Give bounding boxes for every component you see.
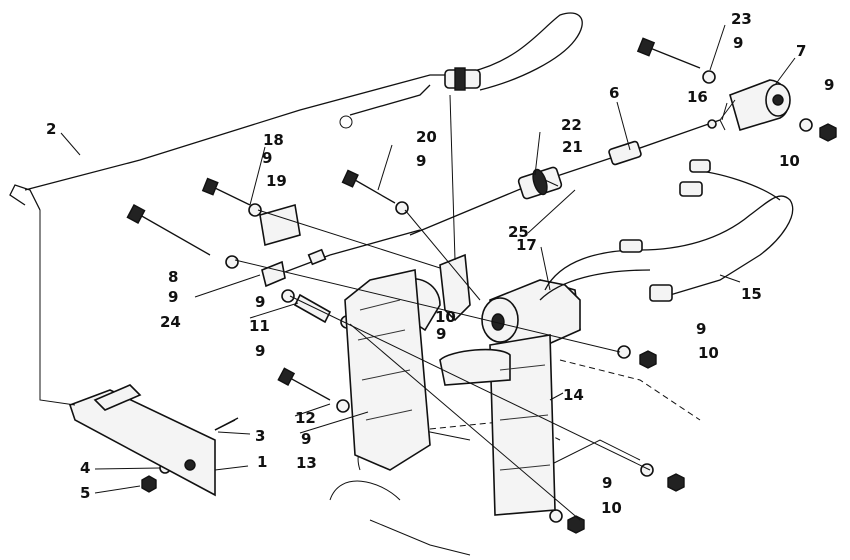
callout-24: 24 xyxy=(160,313,181,331)
callout-10-a: 10 xyxy=(779,152,800,170)
callout-4: 4 xyxy=(80,459,90,477)
callout-6: 6 xyxy=(609,84,619,102)
callout-10-c: 10 xyxy=(698,344,719,362)
bolts xyxy=(126,37,701,431)
callout-9-a: 9 xyxy=(733,34,743,52)
callout-labels: 1 2 3 4 5 6 7 8 9 9 9 9 9 9 9 9 9 9 9 9 … xyxy=(46,10,834,517)
callout-9-e: 9 xyxy=(168,288,178,306)
callout-9-g: 9 xyxy=(255,342,265,360)
callout-15: 15 xyxy=(741,285,762,303)
callout-25: 25 xyxy=(508,223,529,241)
callout-7: 7 xyxy=(796,42,806,60)
callout-9-c: 9 xyxy=(262,149,272,167)
callout-14: 14 xyxy=(563,386,584,404)
callout-21: 21 xyxy=(562,138,583,156)
callout-11: 11 xyxy=(249,317,270,335)
callout-23: 23 xyxy=(731,10,752,28)
callout-1: 1 xyxy=(257,453,267,471)
starter-assembly xyxy=(481,279,581,351)
mounting-plate-left xyxy=(344,269,431,471)
callout-12: 12 xyxy=(295,409,316,427)
callout-13: 13 xyxy=(296,454,317,472)
callout-9-d: 9 xyxy=(416,152,426,170)
callout-19: 19 xyxy=(266,172,287,190)
throttle-cable xyxy=(9,12,583,211)
wiring-harness xyxy=(539,159,794,302)
spacer-and-brackets xyxy=(259,203,332,324)
callout-9-i: 9 xyxy=(696,320,706,338)
callout-22: 22 xyxy=(561,116,582,134)
callout-9-h: 9 xyxy=(436,325,446,343)
ignition-switch xyxy=(719,79,791,131)
assembly-lines xyxy=(39,94,651,521)
callout-20: 20 xyxy=(416,128,437,146)
callout-leaders xyxy=(60,24,796,494)
callout-3: 3 xyxy=(255,427,265,445)
callout-5: 5 xyxy=(80,484,90,502)
callout-17: 17 xyxy=(516,236,537,254)
callout-18: 18 xyxy=(263,131,284,149)
callout-9-b: 9 xyxy=(824,76,834,94)
callout-8: 8 xyxy=(168,268,178,286)
callout-9-j: 9 xyxy=(301,430,311,448)
mounting-plate-right xyxy=(439,334,556,516)
lever-bracket xyxy=(68,384,239,497)
callout-16: 16 xyxy=(687,88,708,106)
callout-2: 2 xyxy=(46,120,56,138)
callout-10-d: 10 xyxy=(601,499,622,517)
choke-cable xyxy=(329,119,721,256)
callout-10-b: 10 xyxy=(435,308,456,326)
callout-9-f: 9 xyxy=(255,293,265,311)
callout-9-k: 9 xyxy=(602,474,612,492)
